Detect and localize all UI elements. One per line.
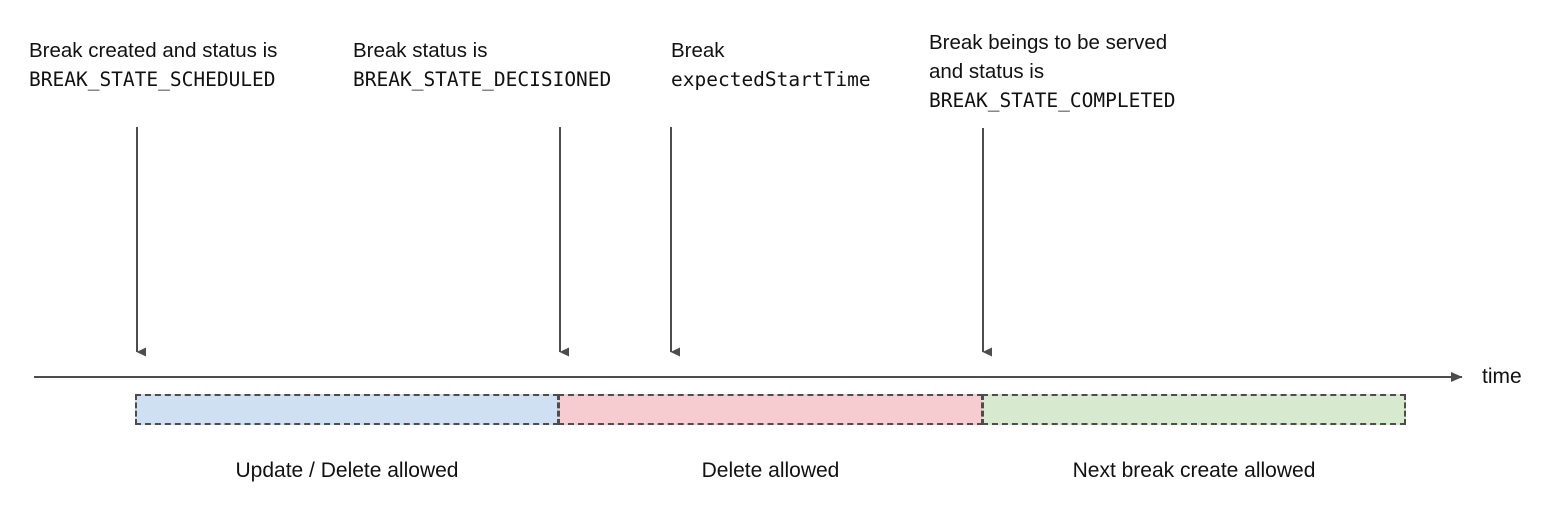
annotation-line-code: BREAK_STATE_COMPLETED <box>929 89 1176 112</box>
phase-bar-decisioned <box>558 394 983 425</box>
annotation-line-sans: Break beings to be served <box>929 31 1168 54</box>
phase-bar-scheduled <box>135 394 559 425</box>
annotation-line-sans: and status is <box>929 60 1045 83</box>
annotation-break-created: Break created and status is BREAK_STATE_… <box>29 36 277 94</box>
phase-bar-completed <box>982 394 1406 425</box>
annotation-break-completed: Break beings to be served and status is … <box>929 28 1176 115</box>
phase-caption-update-delete-allowed: Update / Delete allowed <box>235 459 459 482</box>
annotation-line-sans: Break <box>671 39 725 62</box>
annotation-line-code: BREAK_STATE_DECISIONED <box>353 68 612 91</box>
annotation-break-decisioned: Break status is BREAK_STATE_DECISIONED <box>353 36 611 94</box>
annotation-line-sans: Break created and status is <box>29 39 278 62</box>
phase-caption-delete-allowed: Delete allowed <box>701 459 840 482</box>
annotation-break-expected-start-time: Break expectedStartTime <box>671 36 871 94</box>
annotation-line-code: BREAK_STATE_SCHEDULED <box>29 68 276 91</box>
phase-caption-next-break-create-allowed: Next break create allowed <box>1072 459 1316 482</box>
annotation-line-code: expectedStartTime <box>671 68 871 91</box>
annotation-line-sans: Break status is <box>353 39 488 62</box>
axis-label-time: time <box>1482 365 1522 388</box>
